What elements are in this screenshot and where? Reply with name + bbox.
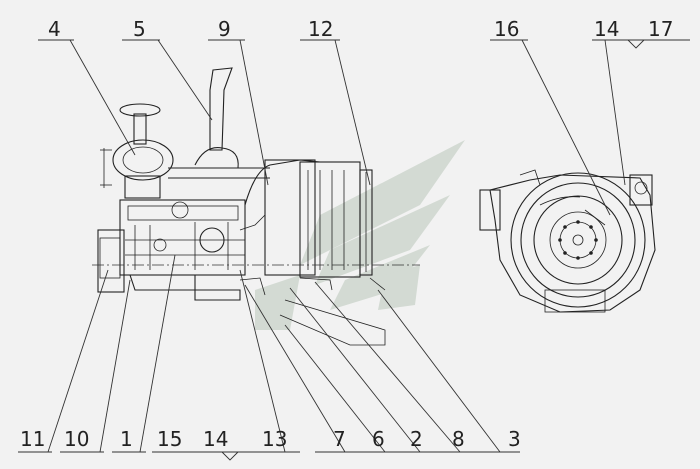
callout-7: 7 — [333, 427, 346, 451]
engine-side-view — [92, 67, 420, 346]
callout-1: 1 — [120, 427, 133, 451]
callout-16: 16 — [494, 17, 519, 41]
callout-12: 12 — [308, 17, 333, 41]
callout-labels: 4 5 9 12 16 14 17 11 10 1 15 14 13 7 6 2… — [20, 17, 673, 451]
callout-14-bottom: 14 — [203, 427, 228, 451]
callout-11: 11 — [20, 427, 45, 451]
callout-17: 17 — [648, 17, 673, 41]
callout-15: 15 — [157, 427, 182, 451]
callout-4: 4 — [48, 17, 61, 41]
callout-13: 13 — [262, 427, 287, 451]
leader-lines — [18, 39, 690, 461]
callout-10: 10 — [64, 427, 89, 451]
callout-14-top: 14 — [594, 17, 619, 41]
callout-9: 9 — [218, 17, 231, 41]
callout-3: 3 — [508, 427, 521, 451]
callout-6: 6 — [372, 427, 385, 451]
callout-8: 8 — [452, 427, 465, 451]
engine-front-view — [479, 169, 656, 313]
watermark-logo — [255, 140, 465, 330]
callout-5: 5 — [133, 17, 146, 41]
callout-2: 2 — [410, 427, 423, 451]
